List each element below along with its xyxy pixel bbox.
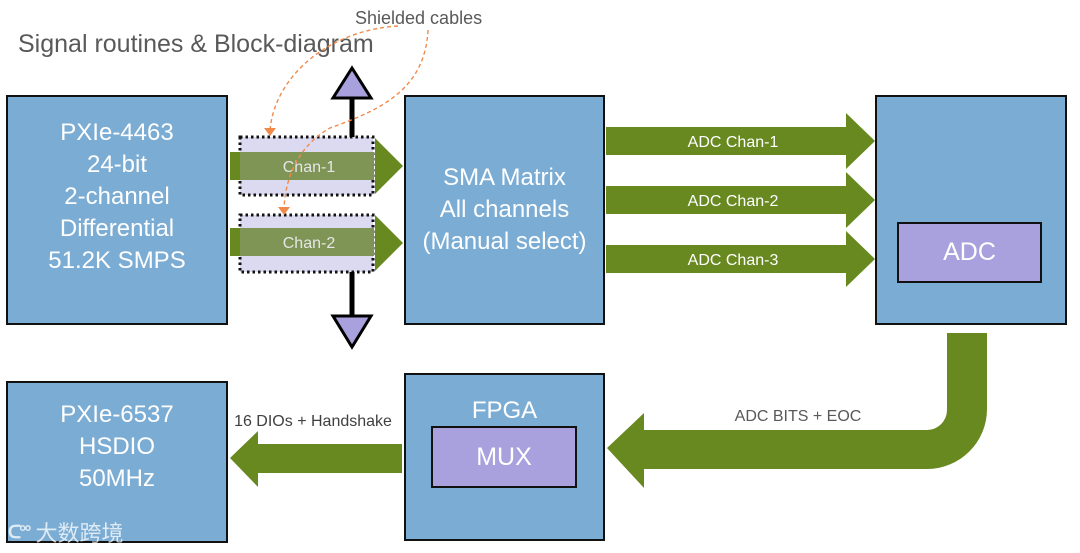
adc-chan-1-label: ADC Chan-1 bbox=[688, 134, 779, 151]
adc-chan-3-label: ADC Chan-3 bbox=[688, 252, 779, 269]
pxie-4463-line: PXIe-4463 bbox=[60, 119, 174, 146]
fpga-to-hsdio-arrow bbox=[230, 431, 402, 487]
pxie-6537-line: 50MHz bbox=[78, 465, 155, 492]
adc-chan-3-arrow bbox=[606, 231, 875, 287]
sma-matrix-line: SMA Matrix bbox=[443, 164, 566, 191]
chan-1-arrow bbox=[230, 138, 403, 194]
pxie-4463-line: 2-channel bbox=[64, 183, 170, 210]
pxie-4463-line: 51.2K SMPS bbox=[48, 247, 186, 274]
sma-matrix-line: All channels bbox=[439, 196, 570, 223]
watermark-logo-icon: ᑕ°° bbox=[8, 521, 32, 542]
watermark: ᑕ°° 大数跨境 bbox=[8, 516, 124, 548]
adc-chan-1-arrow bbox=[606, 113, 875, 169]
adc-to-fpga-label: ADC BITS + EOC bbox=[735, 408, 862, 425]
fpga-to-hsdio-label: 16 DIOs + Handshake bbox=[234, 413, 392, 430]
pxie-6537-line: PXIe-6537 bbox=[60, 401, 174, 428]
chan-2-label: Chan-2 bbox=[283, 235, 336, 252]
chan-2-arrow bbox=[230, 215, 403, 271]
down-triangle-connector bbox=[330, 272, 374, 350]
shielded-cable-callouts bbox=[269, 25, 429, 211]
adc-module-block bbox=[875, 95, 1067, 325]
adc-chip-block: ADC bbox=[897, 222, 1042, 283]
pxie-4463-line: Differential bbox=[59, 215, 175, 242]
adc-chan-2-label: ADC Chan-2 bbox=[688, 193, 779, 210]
mux-block: MUX bbox=[431, 426, 577, 488]
sma-matrix-line: (Manual select) bbox=[422, 228, 587, 255]
adc-chan-2-arrow bbox=[606, 172, 875, 228]
watermark-text: 大数跨境 bbox=[35, 521, 124, 546]
adc-to-fpga-arrow bbox=[607, 333, 987, 488]
pxie-4463-line: 24-bit bbox=[86, 151, 148, 178]
callout-arrowhead-chan-1 bbox=[264, 128, 276, 136]
up-triangle-connector bbox=[330, 65, 374, 137]
fpga-text: FPGA bbox=[472, 395, 537, 427]
callout-arrowhead-chan-2 bbox=[278, 207, 290, 215]
shielded-cables-annotation: Shielded cables bbox=[355, 8, 483, 28]
fpga-line: FPGA bbox=[471, 397, 538, 424]
diagram-title: Signal routines & Block-diagram bbox=[18, 30, 374, 58]
pxie-6537-line: HSDIO bbox=[78, 433, 155, 460]
